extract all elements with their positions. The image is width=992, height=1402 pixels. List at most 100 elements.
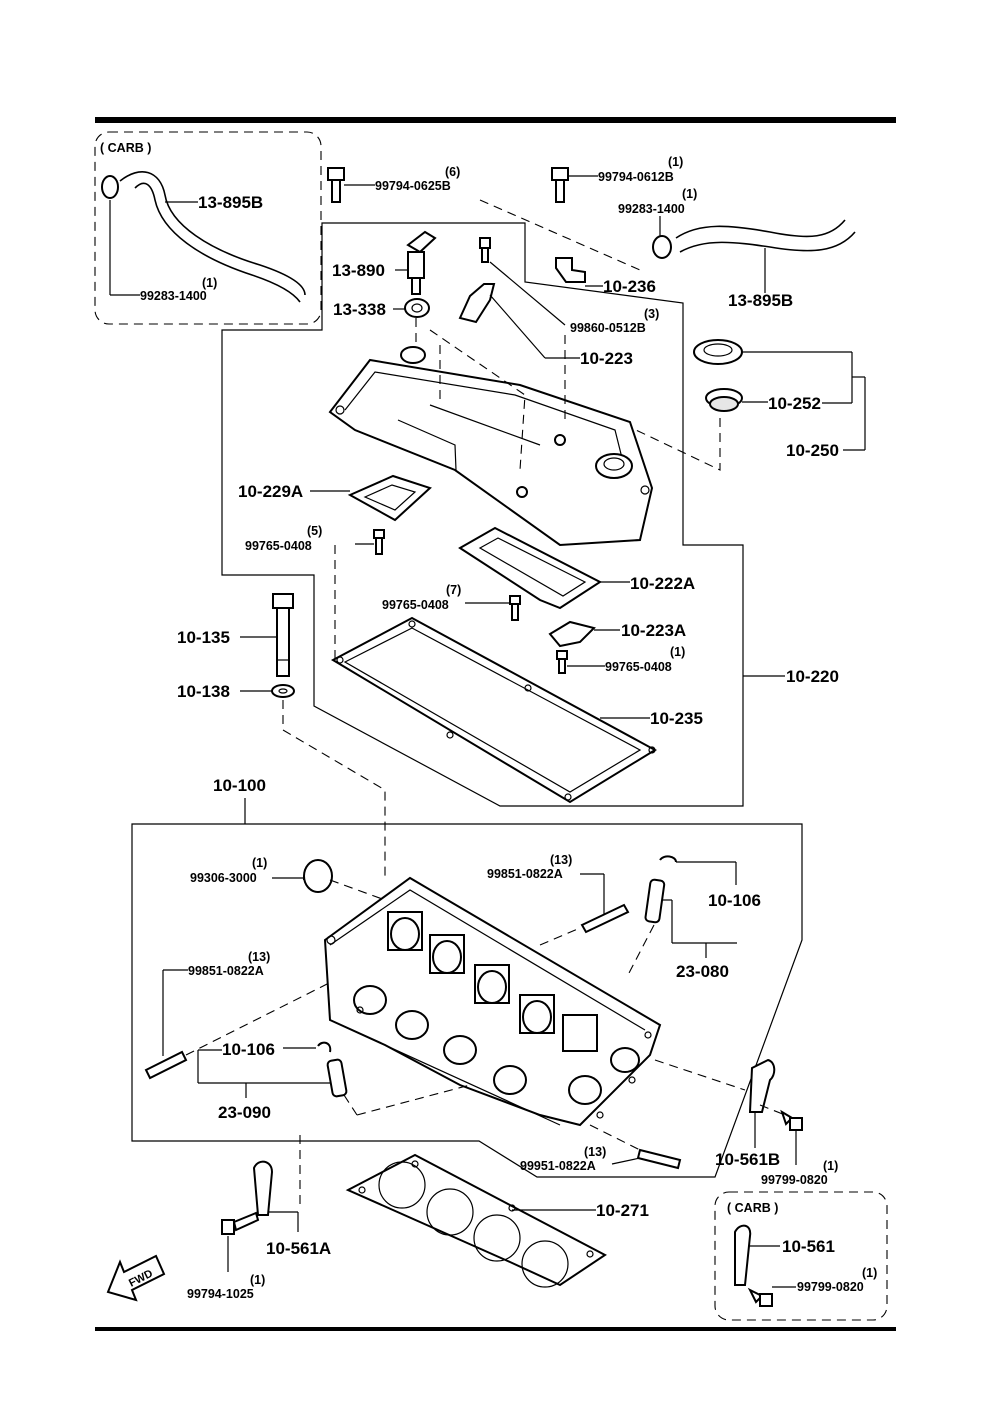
screw-0408-c xyxy=(556,650,568,674)
clamp-right-qty: (1) xyxy=(682,187,697,201)
bolt-135 xyxy=(272,593,294,677)
bolt-0512-qty: (3) xyxy=(644,307,659,321)
bolt-0512b xyxy=(479,237,491,263)
oil-cap-label: 10-252 xyxy=(768,394,821,413)
seal-106-left-label: 10-106 xyxy=(222,1040,275,1059)
screw-c-qty: (1) xyxy=(670,645,685,659)
plug-label: 99306-3000 xyxy=(190,871,257,885)
clamp-left-label: 99283-1400 xyxy=(140,289,207,303)
hanger-561a-label: 10-561A xyxy=(266,1239,331,1258)
pcv-valve xyxy=(406,230,437,295)
plug-qty: (1) xyxy=(252,856,267,870)
stud-left-label: 99851-0822A xyxy=(188,964,264,978)
bolt-0820-qty: (1) xyxy=(823,1159,838,1173)
carb-top-label: ( CARB ) xyxy=(100,141,151,155)
clamp-right-label: 99283-1400 xyxy=(618,202,685,216)
bolt-tr-qty: (1) xyxy=(668,155,683,169)
cover-assy-label: 10-220 xyxy=(786,667,839,686)
bolt-1025-qty: (1) xyxy=(250,1273,265,1287)
stud-bot-label: 99951-0822A xyxy=(520,1159,596,1173)
oil-filler-cap xyxy=(693,339,743,412)
guide-080-right xyxy=(644,878,666,924)
right-hose-clamp xyxy=(652,235,672,259)
plate-223a xyxy=(548,620,596,648)
screw-0408-a xyxy=(373,529,385,555)
bolt-135-label: 10-135 xyxy=(177,628,230,647)
bolt-0820b-qty: (1) xyxy=(862,1266,877,1280)
head-gasket-label: 10-271 xyxy=(596,1201,649,1220)
bolt-top-qty: (6) xyxy=(445,165,460,179)
carb-box-bottom xyxy=(714,1191,888,1321)
plate-222a xyxy=(458,526,602,610)
head-assy-label: 10-100 xyxy=(213,776,266,795)
stud-top-label: 99851-0822A xyxy=(487,867,563,881)
bolt-1025 xyxy=(221,1211,260,1235)
plate-223a-label: 10-223A xyxy=(621,621,686,640)
hanger-561b-label: 10-561B xyxy=(715,1150,780,1169)
hose-left-label: 13-895B xyxy=(198,193,263,212)
stud-top-qty: (13) xyxy=(550,853,572,867)
screw-b-label: 99765-0408 xyxy=(382,598,449,612)
gasket-235-label: 10-235 xyxy=(650,709,703,728)
fwd-arrow-icon: FWD xyxy=(106,1254,166,1302)
bolt-tr-label: 99794-0612B xyxy=(598,170,674,184)
bolt-0820b-label: 99799-0820 xyxy=(797,1280,864,1294)
seal-106-right-label: 10-106 xyxy=(708,891,761,910)
left-hose-clamp xyxy=(101,175,119,199)
screw-b-qty: (7) xyxy=(446,583,461,597)
washer-138-label: 10-138 xyxy=(177,682,230,701)
grommet-label: 13-338 xyxy=(333,300,386,319)
cylinder-head xyxy=(323,876,662,1127)
screw-a-qty: (5) xyxy=(307,524,322,538)
bolt-0512-label: 99860-0512B xyxy=(570,321,646,335)
head-gasket-271 xyxy=(345,1153,607,1288)
stud-bot-qty: (13) xyxy=(584,1145,606,1159)
pcv-valve-label: 13-890 xyxy=(332,261,385,280)
cover-assy-outline xyxy=(221,222,744,807)
seal-106-right xyxy=(659,855,677,863)
bolt-0820-carb xyxy=(747,1287,773,1307)
screw-0408-b xyxy=(509,595,521,621)
carb-bottom-label: ( CARB ) xyxy=(727,1201,778,1215)
stud-0822a-bottom xyxy=(636,1148,682,1170)
bolt-top-label: 99794-0625B xyxy=(375,179,451,193)
guide-080-label: 23-080 xyxy=(676,962,729,981)
clamp-left-qty: (1) xyxy=(202,276,217,290)
guide-090-label: 23-090 xyxy=(218,1103,271,1122)
grommet-338 xyxy=(404,298,430,318)
oil-cap-assy-label: 10-250 xyxy=(786,441,839,460)
stud-0822a-top xyxy=(580,903,630,934)
bolt-0820-label: 99799-0820 xyxy=(761,1173,828,1187)
bolt-0625b xyxy=(327,167,345,203)
stud-left-qty: (13) xyxy=(248,950,270,964)
head-assy-outline xyxy=(131,823,803,1178)
hanger-561b xyxy=(748,1058,776,1113)
bolt-0612b xyxy=(551,167,569,203)
plate-229a-label: 10-229A xyxy=(238,482,303,501)
baffle-223 xyxy=(458,283,496,324)
bolt-1025-label: 99794-1025 xyxy=(187,1287,254,1301)
valve-cover xyxy=(328,346,654,547)
bracket-236 xyxy=(555,257,586,283)
gasket-235 xyxy=(330,616,658,804)
washer-138 xyxy=(271,684,295,698)
plug-3000 xyxy=(303,859,333,893)
bracket-236-label: 10-236 xyxy=(603,277,656,296)
carb-box-top xyxy=(94,131,322,325)
screw-a-label: 99765-0408 xyxy=(245,539,312,553)
plate-229a xyxy=(347,474,432,522)
baffle-223-label: 10-223 xyxy=(580,349,633,368)
hanger-561 xyxy=(734,1224,752,1286)
screw-c-label: 99765-0408 xyxy=(605,660,672,674)
right-hose xyxy=(675,219,846,239)
hanger-561-label: 10-561 xyxy=(782,1237,835,1256)
guide-090-left xyxy=(326,1058,348,1098)
left-hose xyxy=(119,171,306,296)
plate-222a-label: 10-222A xyxy=(630,574,695,593)
hanger-561a xyxy=(252,1160,274,1216)
seal-106-left xyxy=(317,1041,332,1053)
hose-right-label: 13-895B xyxy=(728,291,793,310)
bolt-0820 xyxy=(780,1109,803,1131)
stud-0822a-left xyxy=(144,1050,188,1080)
